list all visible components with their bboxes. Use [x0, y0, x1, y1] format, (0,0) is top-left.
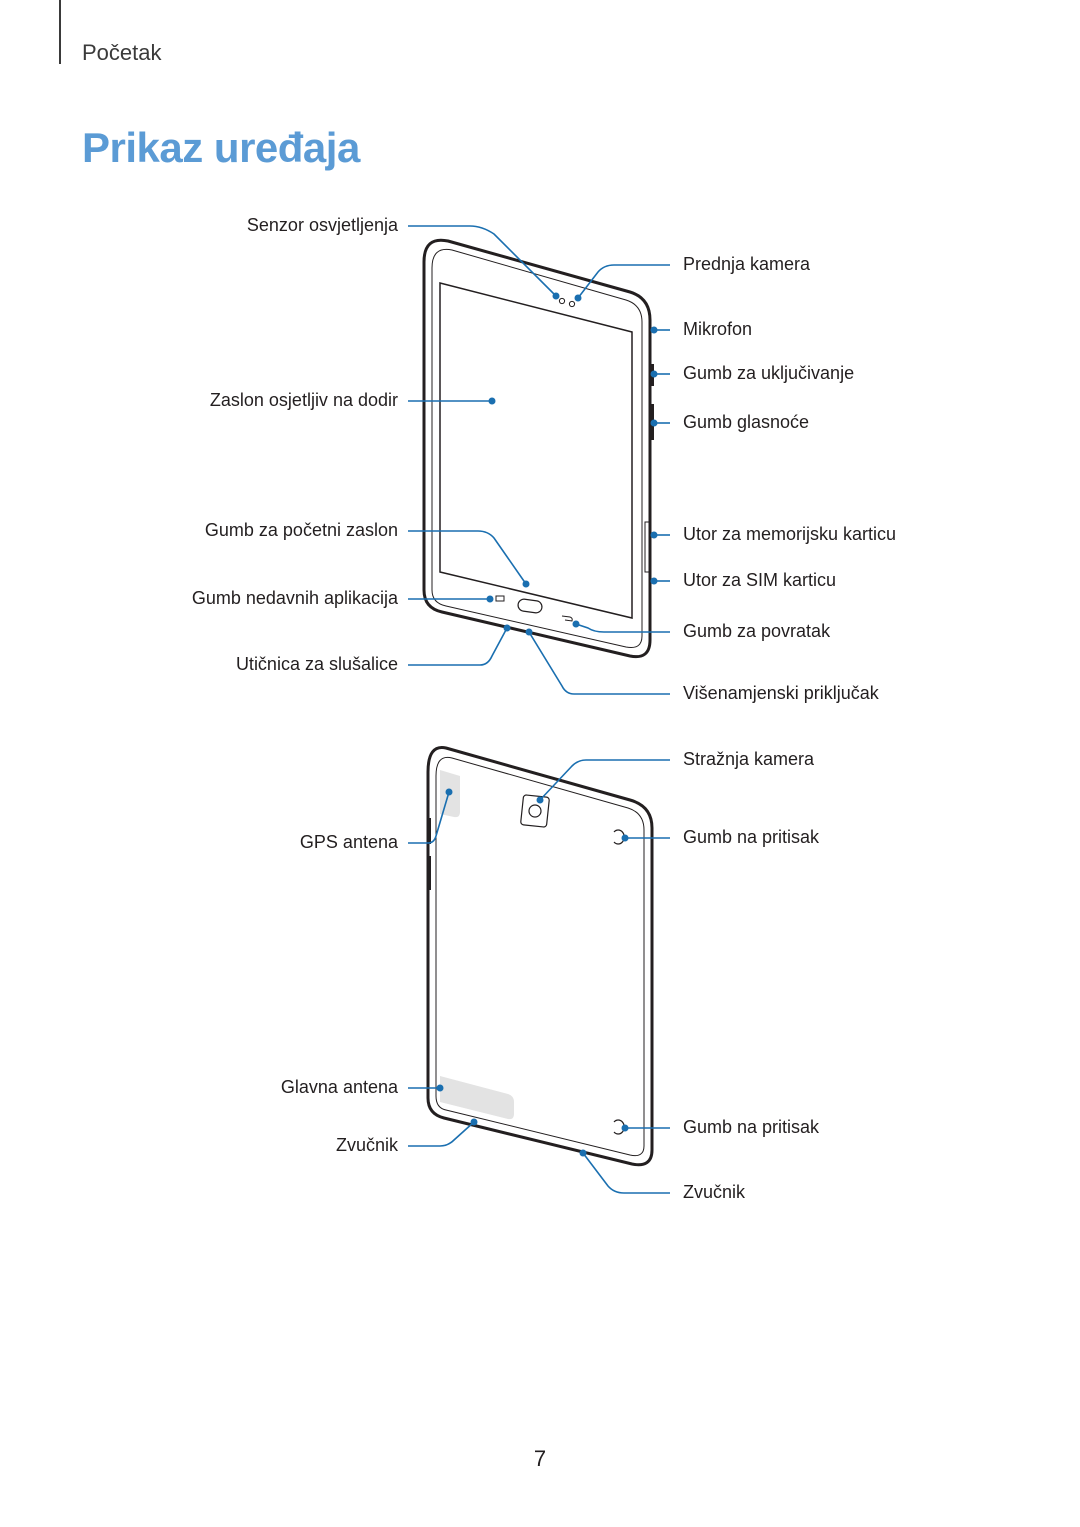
label-power-button: Gumb za uključivanje — [683, 363, 855, 383]
label-recent-apps-button: Gumb nedavnih aplikacija — [191, 588, 398, 608]
front-camera-shape — [568, 300, 576, 308]
label-press-button-bottom: Gumb na pritisak — [683, 1117, 820, 1137]
label-rear-camera: Stražnja kamera — [683, 749, 815, 769]
label-back-button: Gumb za povratak — [683, 621, 831, 641]
page-number: 7 — [533, 1446, 547, 1471]
main-antenna-area — [440, 1076, 514, 1120]
label-volume-button: Gumb glasnoće — [683, 412, 810, 432]
card-tray-shape — [644, 521, 652, 573]
rear-camera-shape — [520, 794, 550, 828]
label-sim-card-slot: Utor za SIM karticu — [683, 570, 837, 590]
label-memory-card-slot: Utor za memorijsku karticu — [683, 524, 897, 544]
label-press-button-top: Gumb na pritisak — [683, 827, 820, 847]
label-gps-antenna: GPS antena — [299, 832, 398, 852]
callout-leaders — [408, 225, 670, 1194]
ambient-sensor-shape — [558, 297, 566, 305]
label-microphone: Mikrofon — [683, 319, 753, 339]
section-label: Početak — [82, 40, 162, 65]
label-home-button: Gumb za početni zaslon — [204, 520, 398, 540]
label-ambient-light-sensor: Senzor osvjetljenja — [246, 215, 398, 235]
back-arrow-icon — [561, 615, 573, 622]
label-multipurpose-jack: Višenamjenski priključak — [683, 683, 879, 703]
recent-apps-icon — [495, 595, 505, 602]
label-main-antenna: Glavna antena — [280, 1077, 398, 1097]
label-front-camera: Prednja kamera — [683, 254, 811, 274]
page-title: Prikaz uređaja — [82, 124, 360, 171]
section-rule — [59, 0, 61, 64]
label-speaker-right: Zvučnik — [683, 1182, 746, 1202]
label-speaker-left: Zvučnik — [335, 1135, 398, 1155]
label-touchscreen: Zaslon osjetljiv na dodir — [209, 390, 398, 410]
front-view-illustration — [422, 238, 654, 659]
back-view-illustration — [426, 746, 654, 1167]
label-earphone-jack: Utičnica za slušalice — [235, 654, 398, 674]
home-button-shape — [517, 598, 543, 614]
